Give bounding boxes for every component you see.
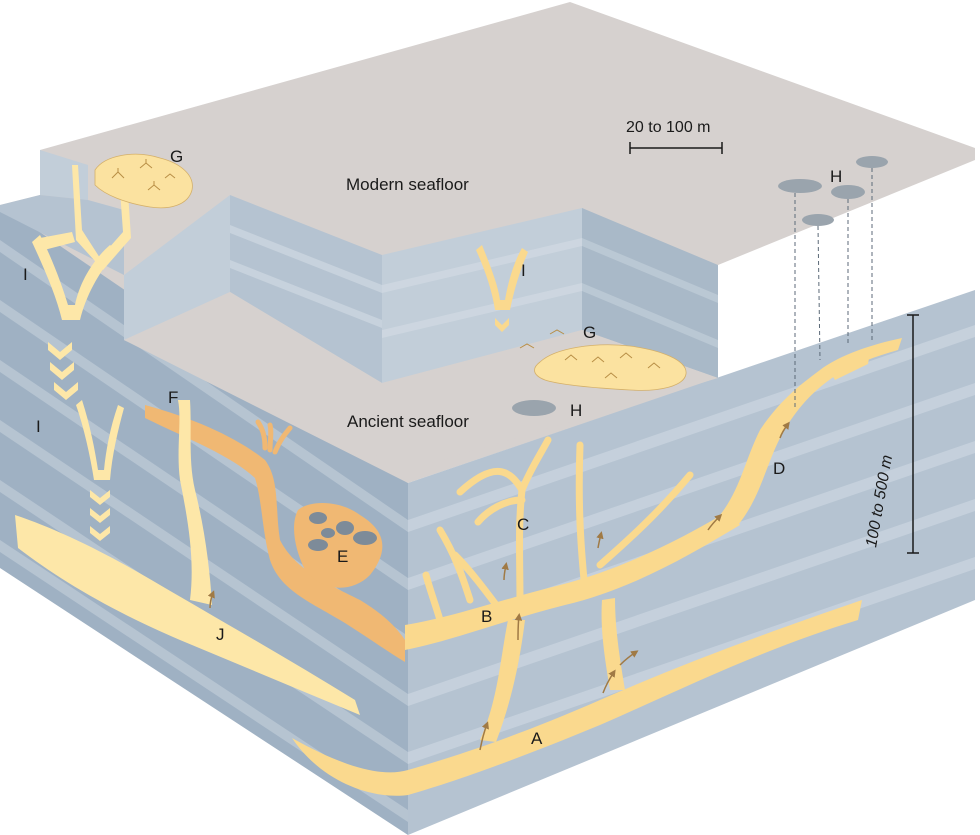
conduit-c xyxy=(422,436,694,624)
conduits xyxy=(15,165,902,796)
label-modern-seafloor: Modern seafloor xyxy=(346,175,469,194)
label-f: F xyxy=(168,388,178,407)
scale-bars xyxy=(629,142,919,554)
conduit-a xyxy=(292,600,862,796)
scale-bar-horizontal xyxy=(629,142,723,154)
conduit-i-lower xyxy=(76,400,124,480)
label-h-modern: H xyxy=(830,167,842,186)
label-i-left: I xyxy=(23,265,28,284)
label-i-lower: I xyxy=(36,417,41,436)
conduit-j xyxy=(15,515,360,715)
label-b: B xyxy=(481,607,492,626)
chevron-seeps-left xyxy=(48,342,78,400)
conduit-orange-layer xyxy=(145,405,405,662)
pockmarks-h xyxy=(512,156,888,416)
label-g-ancient: G xyxy=(583,323,596,342)
conduit-i-upper xyxy=(32,235,118,320)
right-face xyxy=(408,290,975,835)
central-pit xyxy=(124,195,718,470)
label-a: A xyxy=(531,729,543,748)
conduit-d xyxy=(720,338,902,525)
scale-bar-vertical xyxy=(907,314,919,554)
label-j: J xyxy=(216,625,225,644)
conduit-i-pit xyxy=(476,245,528,310)
conduit-e-cavity xyxy=(294,503,383,588)
ancient-seafloor-surface xyxy=(124,292,718,470)
mound-g-modern xyxy=(94,153,193,209)
conduit-f xyxy=(178,400,212,605)
label-c: C xyxy=(517,515,529,534)
conduit-b xyxy=(405,510,740,650)
label-h-ancient: H xyxy=(570,401,582,420)
label-ancient-seafloor: Ancient seafloor xyxy=(347,412,469,431)
label-scale-horizontal: 20 to 100 m xyxy=(626,119,711,136)
label-d: D xyxy=(773,459,785,478)
mound-g-ancient xyxy=(519,329,687,391)
chevron-seeps-lower xyxy=(90,490,110,541)
label-i-pit: I xyxy=(521,261,526,280)
label-g-modern: G xyxy=(170,147,183,166)
rock-fragments xyxy=(308,512,377,551)
labels: Modern seafloor Ancient seafloor 20 to 1… xyxy=(23,119,896,748)
flow-arrows xyxy=(207,421,790,751)
label-e: E xyxy=(337,547,348,566)
